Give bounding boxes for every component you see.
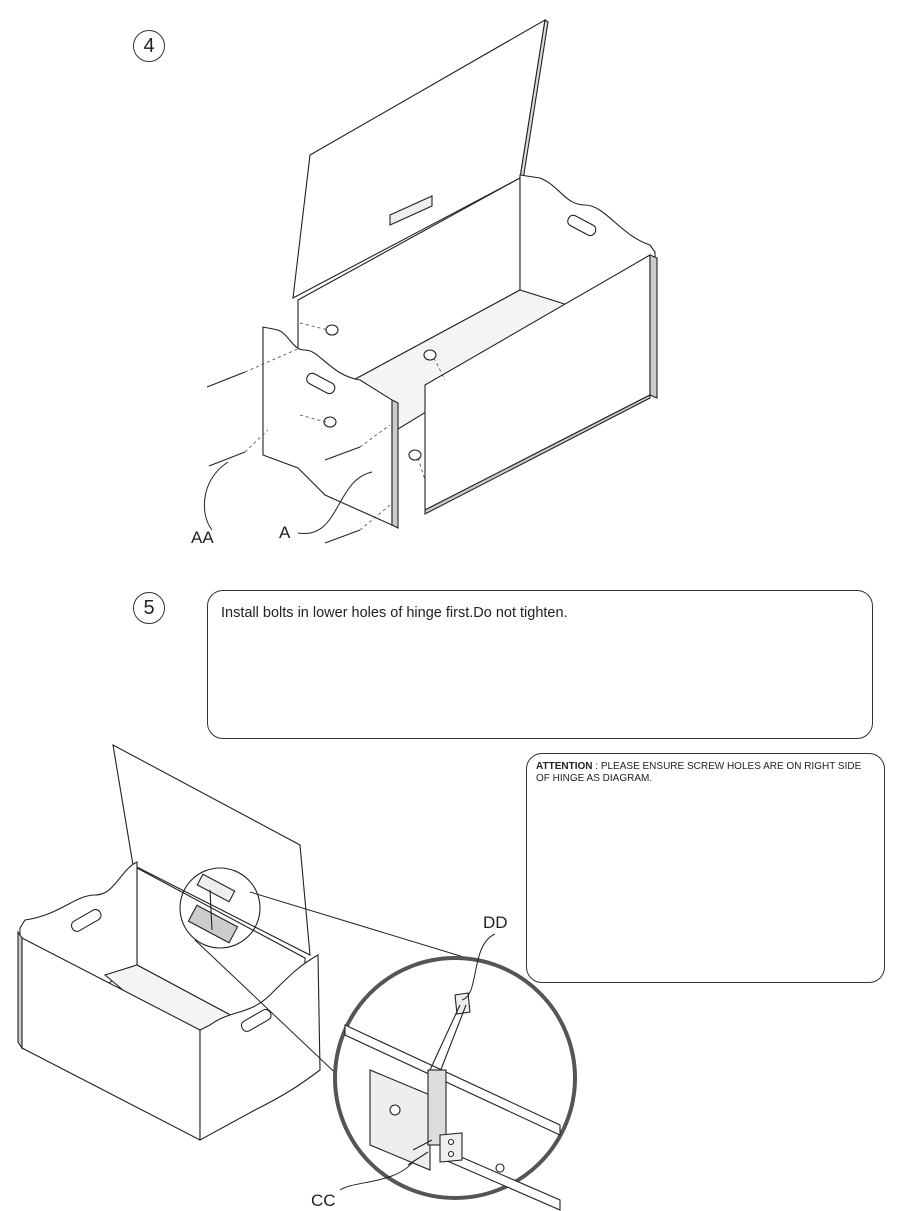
lid-cleat: [389, 195, 433, 226]
label-a: A: [279, 523, 291, 542]
hinge-dd-body: [427, 1069, 447, 1146]
magnifier-small: [179, 867, 261, 949]
attention-text: ATTENTION : PLEASE ENSURE SCREW HOLES AR…: [536, 761, 866, 785]
dowel: [408, 449, 422, 461]
right-handle: [240, 1008, 272, 1032]
front-bottom-edge: [424, 394, 651, 515]
front-edge: [649, 254, 658, 399]
attention-label: ATTENTION: [536, 761, 593, 772]
instruction-text: Install bolts in lower holes of hinge fi…: [221, 605, 568, 621]
side-panel-a-edge: [391, 399, 399, 529]
label-dd: DD: [483, 913, 508, 932]
hinge-small: [196, 873, 236, 903]
hinge-dd-plate: [439, 1132, 463, 1163]
leader-dd: [461, 933, 496, 1001]
attention-body: : PLEASE ENSURE SCREW HOLES ARE ON RIGHT…: [536, 761, 862, 784]
hinge-small-lower: [187, 904, 239, 944]
lid-panel: [112, 743, 311, 956]
detail-cleat: [369, 1069, 431, 1171]
dowel: [423, 349, 437, 361]
right-handle: [567, 214, 597, 237]
front-edge: [17, 930, 23, 1050]
leader-cc: [339, 1159, 416, 1191]
dowel: [323, 416, 337, 428]
instruction-box: [207, 590, 873, 739]
step-4-number: 4: [133, 30, 165, 62]
label-aa: AA: [191, 528, 214, 547]
leader-a: [297, 471, 373, 534]
step-4-illustration: [203, 18, 658, 544]
label-cc: CC: [311, 1191, 336, 1210]
left-handle: [70, 908, 102, 932]
left-handle: [306, 372, 336, 395]
dowel: [325, 324, 339, 336]
leader-aa: [203, 461, 229, 531]
step-5-number: 5: [133, 592, 165, 624]
right-end-panel: [199, 954, 321, 1141]
detail-lid-edge: [344, 1024, 561, 1136]
attention-box: [526, 753, 885, 983]
